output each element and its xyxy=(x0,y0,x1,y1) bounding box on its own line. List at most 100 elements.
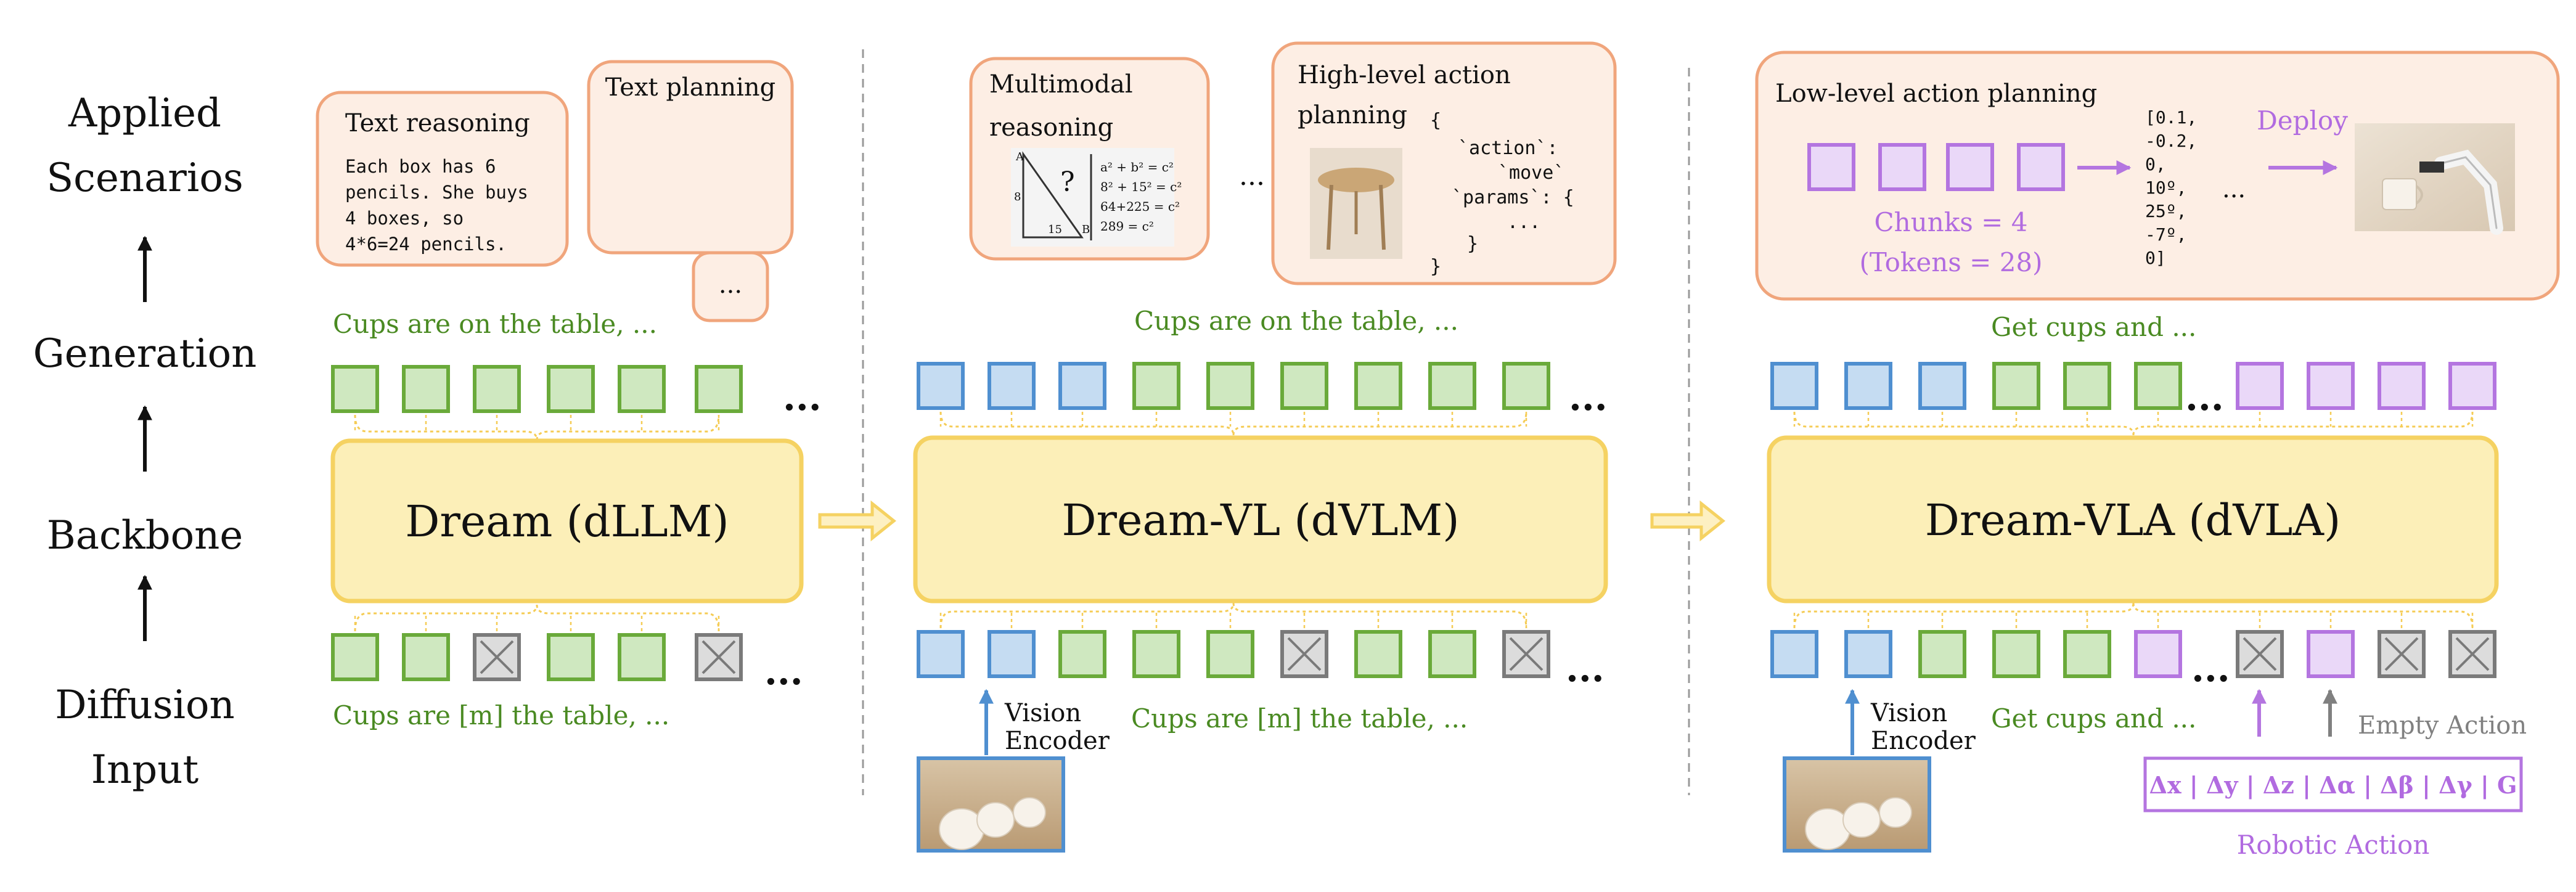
purple-token xyxy=(1946,143,1994,191)
table-leg-icon xyxy=(1327,184,1333,250)
tokens-more: ... xyxy=(2191,647,2230,690)
triangle-label: A xyxy=(1015,150,1024,163)
green-token xyxy=(402,365,450,413)
green-token xyxy=(1132,362,1180,410)
green-token xyxy=(695,365,743,413)
vision-encoder-label: Vision xyxy=(1004,699,1081,727)
purple-token xyxy=(2378,362,2426,410)
question-mark-icon: ? xyxy=(1060,166,1075,198)
between-dots: ... xyxy=(1239,160,1265,192)
token-connector xyxy=(1793,602,2474,629)
input-tokens xyxy=(1770,630,2496,678)
vision-encoder-label: Encoder xyxy=(1871,727,1976,755)
purple-token xyxy=(2134,630,2182,678)
panel-dvla: Low-level action planning Chunks = 4 (To… xyxy=(1755,51,2560,860)
green-token xyxy=(618,633,666,681)
blue-token xyxy=(987,362,1036,410)
brace-line xyxy=(939,411,1527,436)
vector-line: 0, xyxy=(2145,154,2166,174)
math-line: 64+225 = c² xyxy=(1100,199,1180,214)
backbone-dream xyxy=(330,438,804,604)
text-reasoning-line: 4 boxes, so xyxy=(345,208,464,229)
generation-text: Get cups and ... xyxy=(1991,312,2196,342)
backbone-label: Dream (dLLM) xyxy=(405,496,729,547)
token-connector xyxy=(1793,411,2474,436)
deploy-label: Deploy xyxy=(2257,105,2348,136)
purple-token xyxy=(2017,143,2065,191)
more-scenarios-dots: ... xyxy=(719,271,742,299)
vector-line: -7º, xyxy=(2145,224,2186,245)
mask-cross-icon xyxy=(2384,637,2419,671)
label-applied: Applied xyxy=(68,91,221,136)
mask-cross-icon xyxy=(2455,637,2490,671)
tokens-more: ... xyxy=(2185,376,2224,419)
input-text: Cups are [m] the table, ... xyxy=(333,700,669,730)
panel-dllm: Text reasoning Each box has 6 pencils. S… xyxy=(316,60,822,730)
blue-token xyxy=(1058,362,1106,410)
green-token xyxy=(473,365,521,413)
tokens-more: ... xyxy=(783,376,822,419)
hollow-arrow-icon xyxy=(1650,500,1726,542)
brace-line xyxy=(1793,602,2474,629)
text-planning-title: Text planning xyxy=(605,73,776,102)
green-token xyxy=(1992,630,2040,678)
high-level-title: High-level action xyxy=(1298,61,1511,89)
vector-line: 25º, xyxy=(2145,201,2186,221)
green-token xyxy=(402,633,450,681)
purple-token xyxy=(1878,143,1926,191)
green-token xyxy=(547,365,595,413)
green-token xyxy=(618,365,666,413)
generation-tokens xyxy=(1770,362,2496,410)
green-token xyxy=(1280,362,1328,410)
generation-text: Cups are on the table, ... xyxy=(333,309,657,339)
vector-line: 0] xyxy=(2145,248,2166,268)
generation-tokens xyxy=(917,362,1550,410)
low-level-planning-card xyxy=(1755,51,2560,301)
purple-token xyxy=(2448,362,2496,410)
label-generation: Generation xyxy=(33,331,257,377)
math-figure xyxy=(1011,148,1174,247)
backbone-dream-vl xyxy=(913,435,1608,604)
high-level-title: planning xyxy=(1298,101,1407,129)
code-line: `action`: xyxy=(1458,137,1558,159)
blue-token xyxy=(1844,362,1892,410)
math-line: a² + b² = c² xyxy=(1100,160,1174,174)
token-connector xyxy=(939,411,1527,436)
tokens-more: ... xyxy=(764,650,803,694)
chunks-count: Chunks = 4 xyxy=(1875,207,2028,237)
green-token xyxy=(1992,362,2040,410)
token-connector xyxy=(939,602,1527,629)
green-token xyxy=(1428,362,1476,410)
robotic-action-label: Robotic Action xyxy=(2237,830,2430,860)
green-token xyxy=(331,365,379,413)
blue-token xyxy=(1770,362,1818,410)
purple-token xyxy=(2307,630,2355,678)
green-token xyxy=(2063,630,2111,678)
brace-line xyxy=(939,602,1527,629)
vector-line: [0.1, xyxy=(2145,107,2197,128)
green-token xyxy=(1058,630,1106,678)
code-line: `move` xyxy=(1498,162,1564,184)
blue-token xyxy=(987,630,1036,678)
generation-text: Cups are on the table, ... xyxy=(1134,306,1458,336)
text-reasoning-title: Text reasoning xyxy=(345,109,530,137)
green-token xyxy=(1502,362,1550,410)
blue-token xyxy=(917,362,965,410)
text-planning-card xyxy=(587,60,794,255)
generation-tokens xyxy=(331,365,743,413)
purple-token xyxy=(1807,143,1855,191)
more-scenarios-card xyxy=(692,251,769,322)
hollow-arrow-icon xyxy=(818,500,897,542)
empty-action-label: Empty Action xyxy=(2358,711,2527,740)
input-tokens xyxy=(917,630,1550,678)
backbone-label: Dream-VL (dVLM) xyxy=(1061,495,1459,546)
text-reasoning-line: 4*6=24 pencils. xyxy=(345,234,507,255)
green-token xyxy=(1354,630,1402,678)
green-token xyxy=(1206,362,1254,410)
text-reasoning-line: pencils. She buys xyxy=(345,182,528,203)
math-line: 8² + 15² = c² xyxy=(1100,179,1182,194)
green-token xyxy=(1206,630,1254,678)
mask-cross-icon xyxy=(1509,637,1544,671)
tokens-more: ... xyxy=(1566,647,1605,690)
blue-token xyxy=(1918,362,1966,410)
